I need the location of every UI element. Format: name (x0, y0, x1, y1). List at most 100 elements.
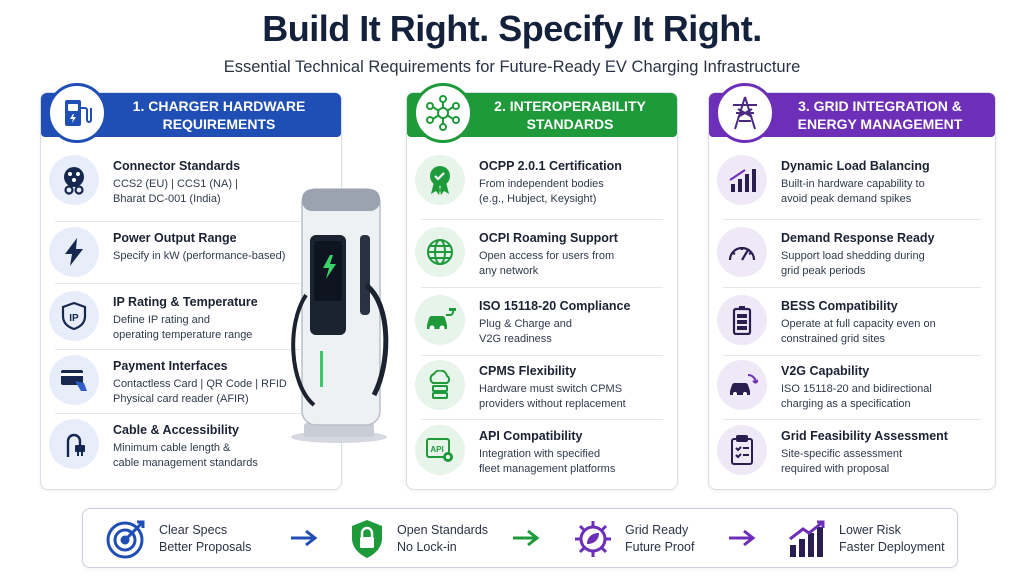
divider (55, 221, 327, 222)
bar-chart-icon (717, 155, 767, 205)
item-desc-1: Contactless Card | QR Code | RFID (113, 378, 287, 390)
item-desc-1: From independent bodies (479, 178, 604, 190)
banner-line-1: 1. CHARGER HARDWARE (132, 98, 306, 114)
page-title: Build It Right. Specify It Right. (262, 8, 762, 49)
svg-text:API: API (430, 445, 443, 454)
car-plug-icon (415, 295, 465, 345)
api-gear-icon: API (415, 425, 465, 475)
item-desc-2: cable management standards (113, 457, 258, 469)
benefit-line-1: Open Standards (397, 523, 489, 537)
item-desc-1: ISO 15118-20 and bidirectional (781, 383, 932, 395)
item-heading: API Compatibility (479, 429, 583, 443)
item-desc-2: operating temperature range (113, 329, 253, 341)
panel-grid-integration: 3. GRID INTEGRATION & ENERGY MANAGEMENT D… (708, 83, 996, 490)
item-desc-2: V2G readiness (479, 333, 552, 345)
page-subtitle: Essential Technical Requirements for Fut… (223, 58, 801, 76)
growth-chart-icon (789, 520, 825, 557)
item-heading: BESS Compatibility (781, 299, 898, 313)
item-desc-2: any network (479, 265, 539, 277)
divider (723, 219, 981, 220)
ip-shield-icon: IP (49, 291, 99, 341)
item-heading: Payment Interfaces (113, 359, 228, 373)
globe-icon (415, 227, 465, 277)
item-desc-2: Bharat DC-001 (India) (113, 193, 221, 205)
power-tower-icon (715, 83, 775, 143)
item-desc-2: fleet management platforms (479, 463, 616, 475)
item-desc-2: (e.g., Hubject, Keysight) (479, 193, 597, 205)
gauge-icon (717, 227, 767, 277)
banner-line-2: STANDARDS (526, 116, 614, 132)
item-desc-2: avoid peak demand spikes (781, 193, 912, 205)
svg-text:IP: IP (69, 313, 79, 324)
divider (723, 419, 981, 420)
item-desc-1: Built-in hardware capability to (781, 178, 925, 190)
battery-icon (717, 295, 767, 345)
item-desc-2: charging as a specification (781, 398, 911, 410)
divider (723, 355, 981, 356)
item-heading: Cable & Accessibility (113, 423, 239, 437)
divider (421, 355, 663, 356)
divider (55, 283, 327, 284)
item-desc-1: Operate at full capacity even on (781, 318, 936, 330)
divider (55, 413, 327, 414)
benefit-line-1: Grid Ready (625, 523, 689, 537)
certificate-badge-icon (415, 155, 465, 205)
item-desc-2: grid peak periods (781, 265, 866, 277)
item-desc-2: constrained grid sites (781, 333, 885, 345)
benefit-line-2: Future Proof (625, 540, 695, 554)
connector-plug-icon (49, 155, 99, 205)
item-desc-1: Support load shedding during (781, 250, 925, 262)
item-heading: V2G Capability (781, 364, 870, 378)
item-desc-1: Specify in kW (performance-based) (113, 250, 286, 262)
item-heading: ISO 15118-20 Compliance (479, 299, 631, 313)
clipboard-icon (717, 425, 767, 475)
divider (421, 219, 663, 220)
arrow-right-icon (513, 529, 540, 547)
cable-plug-icon (49, 419, 99, 469)
arrow-right-icon (291, 529, 318, 547)
target-icon (106, 520, 145, 559)
item-desc-1: Minimum cable length & (113, 442, 231, 454)
item-heading: Demand Response Ready (781, 231, 935, 245)
item-heading: Connector Standards (113, 159, 241, 173)
panel-interoperability: 2. INTEROPERABILITY STANDARDS OCPP 2.0.1 … (406, 83, 678, 490)
divider (55, 349, 327, 350)
car-cycle-icon (717, 360, 767, 410)
item-desc-1: Define IP rating and (113, 314, 211, 326)
item-desc-2: required with proposal (781, 463, 890, 475)
payment-card-icon (49, 355, 99, 405)
item-desc-2: Physical card reader (AFIR) (113, 393, 249, 405)
item-desc-1: Site-specific assessment (781, 448, 903, 460)
item-heading: Power Output Range (113, 231, 237, 245)
item-desc-1: Open access for users from (479, 250, 615, 262)
benefit-line-1: Lower Risk (839, 523, 901, 537)
item-desc-1: Integration with specified (479, 448, 601, 460)
benefit-line-2: No Lock-in (397, 540, 457, 554)
banner-line-2: REQUIREMENTS (162, 116, 276, 132)
lightning-bolt-icon (49, 227, 99, 277)
item-desc-1: Hardware must switch CPMS (479, 383, 623, 395)
banner-line-1: 2. INTEROPERABILITY (494, 98, 646, 114)
item-heading: OCPP 2.0.1 Certification (479, 159, 622, 173)
item-heading: CPMS Flexibility (479, 364, 577, 378)
arrow-right-icon (729, 529, 756, 547)
divider (421, 287, 663, 288)
item-heading: Dynamic Load Balancing (781, 159, 930, 173)
benefit-line-2: Faster Deployment (839, 540, 945, 554)
banner-line-2: ENERGY MANAGEMENT (797, 116, 963, 132)
item-heading: Grid Feasibility Assessment (781, 429, 948, 443)
banner-line-1: 3. GRID INTEGRATION & (798, 98, 962, 114)
benefit-item: Open Standards No Lock-in (349, 517, 488, 561)
ev-charger-icon (47, 83, 107, 143)
